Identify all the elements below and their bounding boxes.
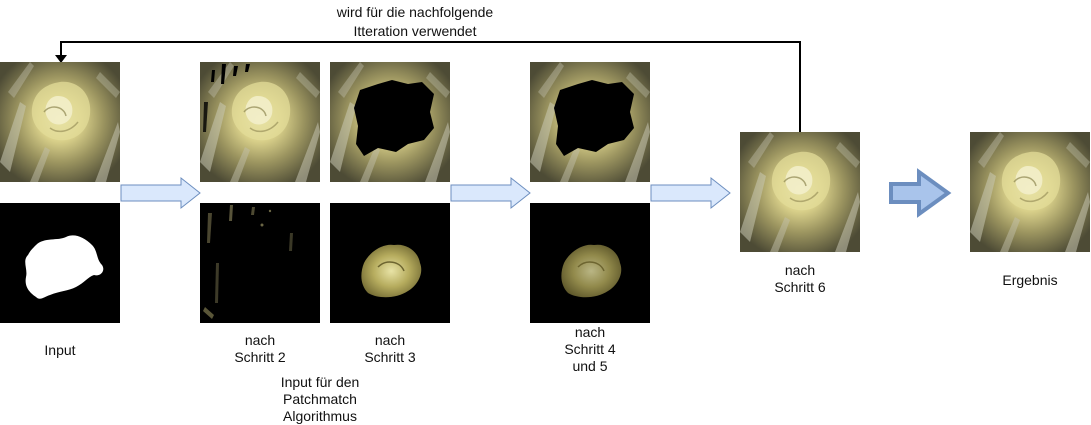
input-image <box>0 62 120 182</box>
label-after-step45: nach Schritt 4 und 5 <box>564 324 616 374</box>
step45-image <box>530 62 650 182</box>
step3-image <box>330 62 450 182</box>
arrow-down-icon <box>55 55 67 63</box>
label-after-step2: nach Schritt 2 <box>234 332 286 365</box>
step3-cutout <box>330 203 450 323</box>
label-result: Ergebnis <box>1002 272 1058 288</box>
result-image <box>970 132 1090 252</box>
step45-cutout <box>530 203 650 323</box>
block-arrow-right-icon <box>120 176 201 210</box>
step2-difference <box>200 203 320 323</box>
label-after-step6: nach Schritt 6 <box>774 262 826 295</box>
block-arrow-right-icon <box>650 176 731 210</box>
label-input: Input <box>44 342 76 358</box>
step6-image <box>740 132 860 252</box>
label-after-step3: nach Schritt 3 <box>364 332 416 365</box>
feedback-line <box>60 41 801 132</box>
block-arrow-right-icon <box>450 176 531 210</box>
feedback-label: wird für die nachfolgende Itteration ver… <box>336 4 494 39</box>
result-arrow-icon <box>889 168 952 218</box>
label-patchmatch-input: Input für den Patchmatch Algorithmus <box>280 374 360 424</box>
input-mask <box>0 203 120 323</box>
step2-image <box>200 62 320 182</box>
